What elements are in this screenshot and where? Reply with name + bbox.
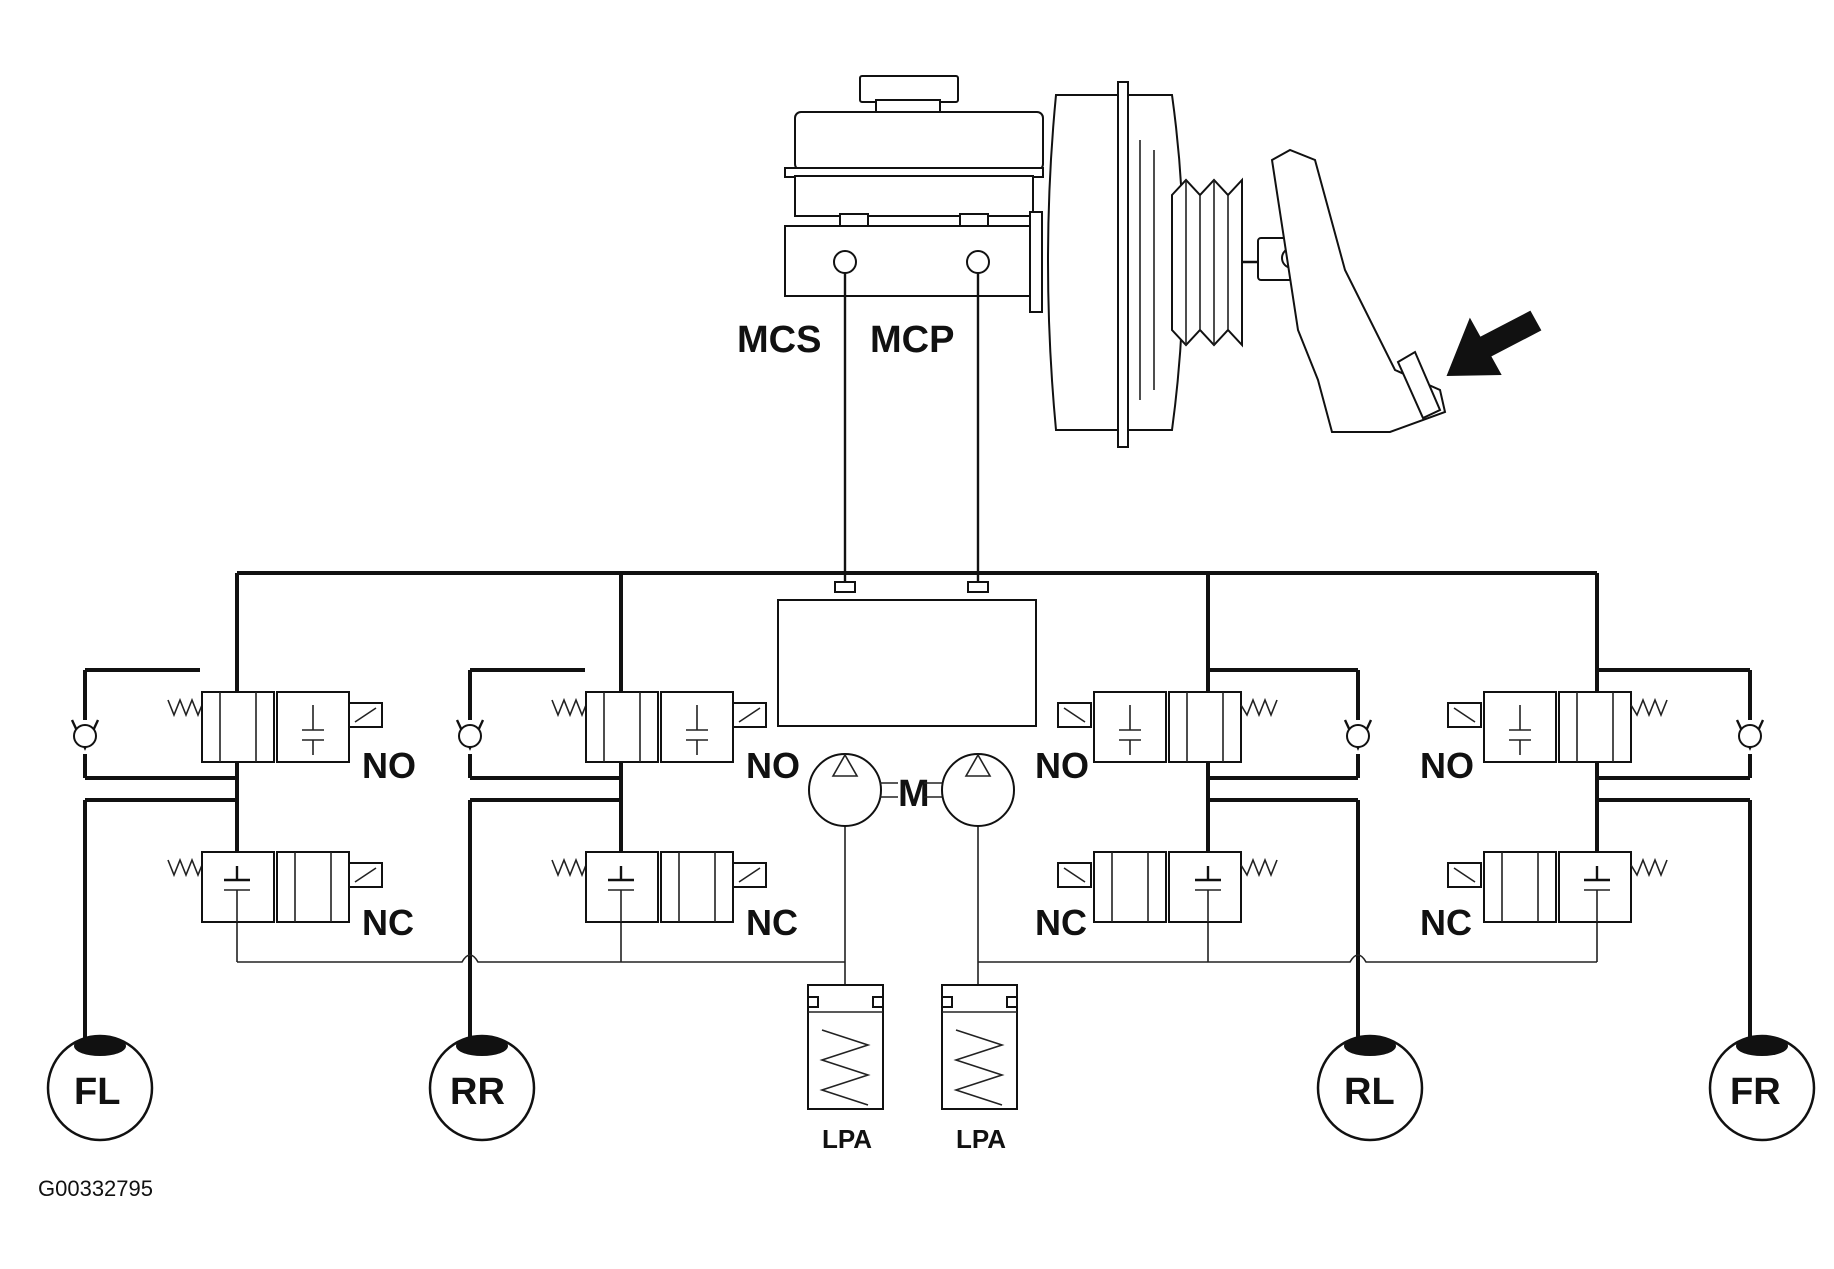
fr-no-label: NO <box>1420 745 1474 786</box>
rr-no-valve <box>551 691 767 763</box>
master-cylinder <box>784 75 1044 313</box>
pump-icon <box>808 753 882 827</box>
svg-text:FR: FR <box>1730 1071 1781 1113</box>
brake-booster <box>1047 81 1262 448</box>
lpa-left <box>807 984 884 1110</box>
mcp-label: MCP <box>870 319 954 361</box>
solenoid-icon <box>732 702 767 728</box>
wheel-fr: FR <box>1708 1034 1816 1142</box>
svg-text:RL: RL <box>1344 1071 1395 1113</box>
lpa-right-label: LPA <box>956 1124 1006 1154</box>
brake-pedal <box>1257 148 1447 433</box>
fr-no-valve <box>1447 691 1668 763</box>
figure-code: G00332795 <box>38 1176 153 1201</box>
spring-icon <box>167 697 203 718</box>
hcu-block <box>777 599 1037 727</box>
spring-icon <box>551 857 587 878</box>
rl-no-valve <box>1057 691 1278 763</box>
svg-text:FL: FL <box>74 1071 120 1113</box>
rl-nc-label: NC <box>1035 902 1087 943</box>
check-valve-icon <box>455 719 485 751</box>
mcs-label: MCS <box>737 319 821 361</box>
solenoid-icon <box>1057 862 1092 888</box>
check-valve-icon <box>1343 719 1373 751</box>
fr-nc-label: NC <box>1420 902 1472 943</box>
fr-nc-valve <box>1447 851 1668 923</box>
wheel-rl: RL <box>1316 1034 1424 1142</box>
spring-icon <box>167 857 203 878</box>
pump-icon <box>941 753 1015 827</box>
mcs-port-icon <box>833 250 857 274</box>
lpa-left-label: LPA <box>822 1124 872 1154</box>
spring-icon <box>819 1029 871 1106</box>
rr-no-label: NO <box>746 745 800 786</box>
rr-nc-valve <box>551 851 767 923</box>
spring-icon <box>551 697 587 718</box>
motor-icon: M <box>880 773 942 815</box>
check-valve-icon <box>70 719 100 751</box>
spring-icon <box>1630 857 1668 878</box>
rr-nc-label: NC <box>746 902 798 943</box>
master-cylinder-lines <box>834 273 989 593</box>
rl-nc-valve <box>1057 851 1278 923</box>
svg-text:RR: RR <box>450 1071 505 1113</box>
spring-icon <box>1240 857 1278 878</box>
return-lines <box>236 826 1598 985</box>
fl-nc-label: NC <box>362 902 414 943</box>
mcp-port-icon <box>966 250 990 274</box>
lpa-right <box>941 984 1018 1110</box>
spring-icon <box>953 1029 1005 1106</box>
rl-no-label: NO <box>1035 745 1089 786</box>
svg-text:M: M <box>898 773 930 815</box>
wheel-rr: RR <box>428 1034 536 1142</box>
fl-nc-valve <box>167 851 383 923</box>
spring-icon <box>1240 697 1278 718</box>
arrow-icon <box>1446 310 1542 377</box>
wheel-fl: FL <box>46 1034 154 1142</box>
check-valve-icon <box>1735 719 1765 751</box>
spring-icon <box>1630 697 1668 718</box>
fl-no-valve <box>167 691 383 763</box>
fl-no-label: NO <box>362 745 416 786</box>
